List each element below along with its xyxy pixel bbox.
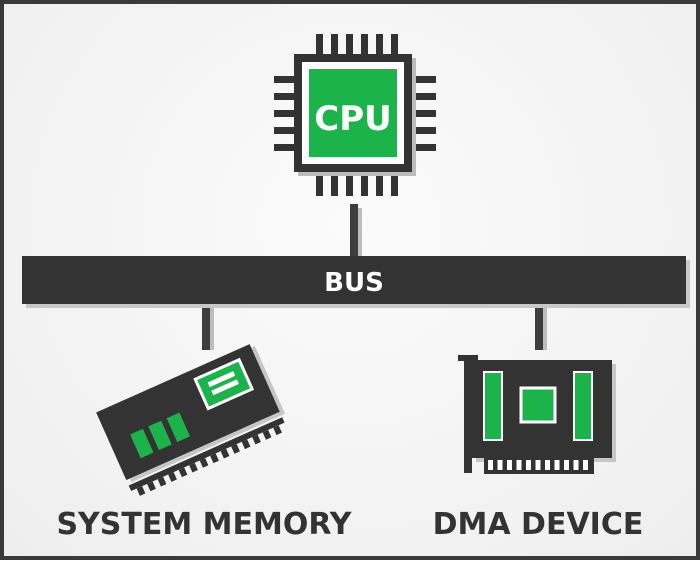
ram-contact — [199, 458, 209, 468]
cpu-pins — [274, 34, 436, 196]
card-contact — [507, 460, 512, 470]
card-chip-right — [573, 371, 593, 441]
cpu-pin — [346, 34, 353, 56]
cpu-pin — [274, 93, 296, 100]
card-chip-center — [519, 386, 557, 424]
ram-spd-chip — [193, 357, 255, 411]
cpu-pin — [274, 144, 296, 151]
cpu-pin — [346, 170, 353, 196]
cpu-pin — [274, 127, 296, 134]
cpu-die — [309, 69, 397, 157]
card-contact — [535, 460, 541, 470]
card-contact — [554, 460, 560, 470]
cpu-label: CPU — [314, 99, 391, 139]
cpu-pin — [331, 170, 338, 196]
dma-bus-connector — [535, 302, 543, 350]
ram-spd-mark — [211, 379, 239, 396]
ram-contact — [241, 439, 251, 450]
ram-contact — [262, 429, 272, 440]
ram-module-icon — [96, 344, 286, 496]
cpu-pin — [274, 76, 296, 83]
cpu-connector-shadow — [356, 208, 362, 258]
card-contact — [573, 460, 579, 470]
ram-contact — [136, 486, 146, 496]
cpu-pin — [316, 170, 323, 196]
ram-edge-connector — [128, 417, 285, 492]
cpu-pin — [391, 170, 398, 196]
ram-contact — [231, 444, 240, 454]
cpu-pin — [361, 34, 368, 56]
ram-chip — [130, 428, 154, 459]
cpu-chip-icon: CPU — [274, 34, 436, 196]
cpu-pin — [410, 144, 436, 151]
card-contact — [526, 460, 531, 470]
card-contact — [488, 460, 493, 470]
ram-chip — [148, 420, 172, 451]
cpu-pin — [410, 110, 436, 117]
cpu-pin — [274, 110, 296, 117]
memory-bus-connector — [202, 302, 210, 350]
card-contact — [583, 460, 588, 470]
ram-contact — [147, 481, 156, 492]
cpu-bus-connector — [350, 204, 358, 256]
cpu-pin — [376, 170, 383, 196]
ram-contact — [273, 425, 282, 436]
ram-contact — [157, 476, 167, 487]
cpu-pin — [376, 34, 383, 56]
bus-architecture-diagram: BUS CPU SYSTEM MEMORY DMA DEVICE — [22, 34, 690, 542]
cpu-pin — [391, 34, 398, 56]
ram-contact — [220, 448, 230, 459]
system-bus: BUS — [22, 256, 690, 308]
ram-chip — [166, 412, 190, 443]
card-contact — [497, 460, 503, 470]
cpu-pin — [331, 34, 338, 56]
cpu-pin — [316, 34, 323, 56]
dma-device-label: DMA DEVICE — [433, 507, 644, 542]
card-pins — [488, 460, 588, 470]
ram-contact — [210, 453, 219, 464]
card-bracket — [464, 355, 472, 473]
ram-contact — [168, 472, 177, 482]
ram-spd-mark — [207, 371, 236, 388]
bus-label: BUS — [324, 268, 384, 298]
memory-connector-shadow — [208, 304, 214, 350]
expansion-card-icon — [458, 355, 616, 474]
cpu-pin — [410, 76, 436, 83]
ram-contact — [252, 434, 261, 445]
card-contact — [545, 460, 550, 470]
ram-contact — [178, 467, 188, 478]
system-memory-label: SYSTEM MEMORY — [56, 507, 352, 542]
card-contact — [516, 460, 522, 470]
ram-contact — [189, 462, 198, 473]
ram-contacts — [136, 425, 282, 496]
cpu-pin — [361, 170, 368, 196]
card-chip-left — [483, 371, 503, 441]
bus-bar — [22, 256, 686, 304]
cpu-pin — [410, 127, 436, 134]
dma-connector-shadow — [541, 304, 547, 350]
card-contact — [564, 460, 569, 470]
cpu-pin — [410, 93, 436, 100]
